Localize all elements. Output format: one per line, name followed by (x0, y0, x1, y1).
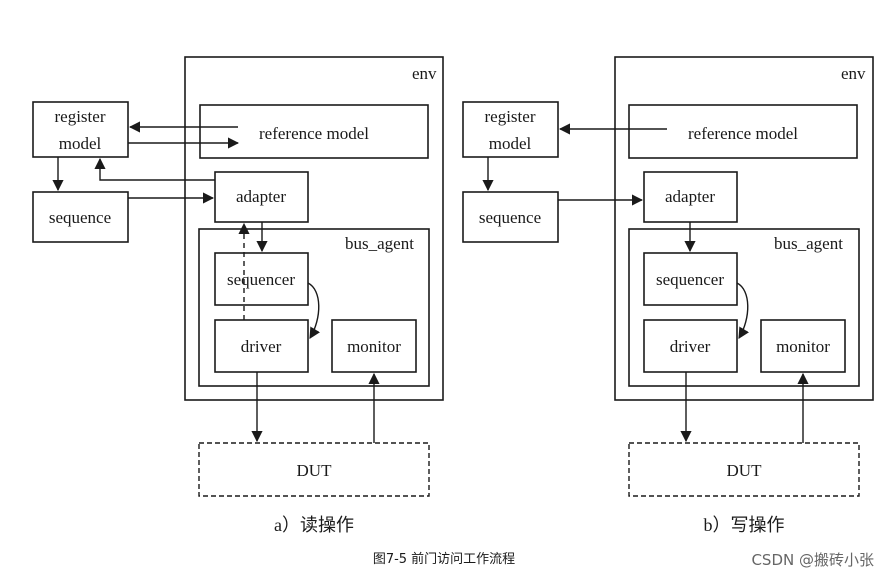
register-model-label-1: register (485, 107, 536, 126)
register-model-label-2: model (489, 134, 532, 153)
watermark: CSDN @搬砖小张 (751, 551, 874, 569)
bus-agent-label: bus_agent (345, 234, 414, 253)
reference-model-label: reference model (688, 124, 798, 143)
arrow-adapter-to-regmodel (94, 157, 215, 181)
figure-caption: 图7-5 前门访问工作流程 (373, 551, 515, 567)
sequence-label: sequence (479, 208, 541, 227)
sequencer-box (214, 252, 309, 306)
arrow-sequencer-to-driver (736, 282, 749, 339)
panel-write: env register model reference model adapt… (462, 56, 874, 535)
monitor-label: monitor (776, 337, 830, 356)
dut-box (628, 442, 860, 497)
register-model-label-1: register (55, 107, 106, 126)
sequencer-label: sequencer (227, 270, 295, 289)
driver-box (643, 319, 738, 373)
sequencer-box (643, 252, 738, 306)
env-label: env (841, 64, 866, 83)
dut-box (198, 442, 430, 497)
bus-agent-label: bus_agent (774, 234, 843, 253)
sequence-box (32, 191, 129, 243)
driver-label: driver (670, 337, 711, 356)
adapter-label: adapter (665, 187, 715, 206)
register-model-box (32, 101, 129, 158)
reference-model-box (628, 104, 858, 159)
register-model-label-2: model (59, 134, 102, 153)
panel-read: env register model reference model adapt… (32, 56, 444, 535)
monitor-label: monitor (347, 337, 401, 356)
adapter-box (643, 171, 738, 223)
caption-read: a）读操作 (274, 515, 354, 535)
dut-label: DUT (297, 461, 333, 480)
sequence-box (462, 191, 559, 243)
sequence-label: sequence (49, 208, 111, 227)
arrow-sequencer-to-driver (307, 282, 320, 339)
reference-model-label: reference model (259, 124, 369, 143)
reference-model-box (199, 104, 429, 159)
sequencer-label: sequencer (656, 270, 724, 289)
monitor-box (331, 319, 417, 373)
adapter-label: adapter (236, 187, 286, 206)
register-model-box (462, 101, 559, 158)
driver-box (214, 319, 309, 373)
driver-label: driver (241, 337, 282, 356)
caption-write: b）写操作 (704, 515, 785, 535)
adapter-box (214, 171, 309, 223)
env-label: env (412, 64, 437, 83)
monitor-box (760, 319, 846, 373)
dut-label: DUT (727, 461, 763, 480)
